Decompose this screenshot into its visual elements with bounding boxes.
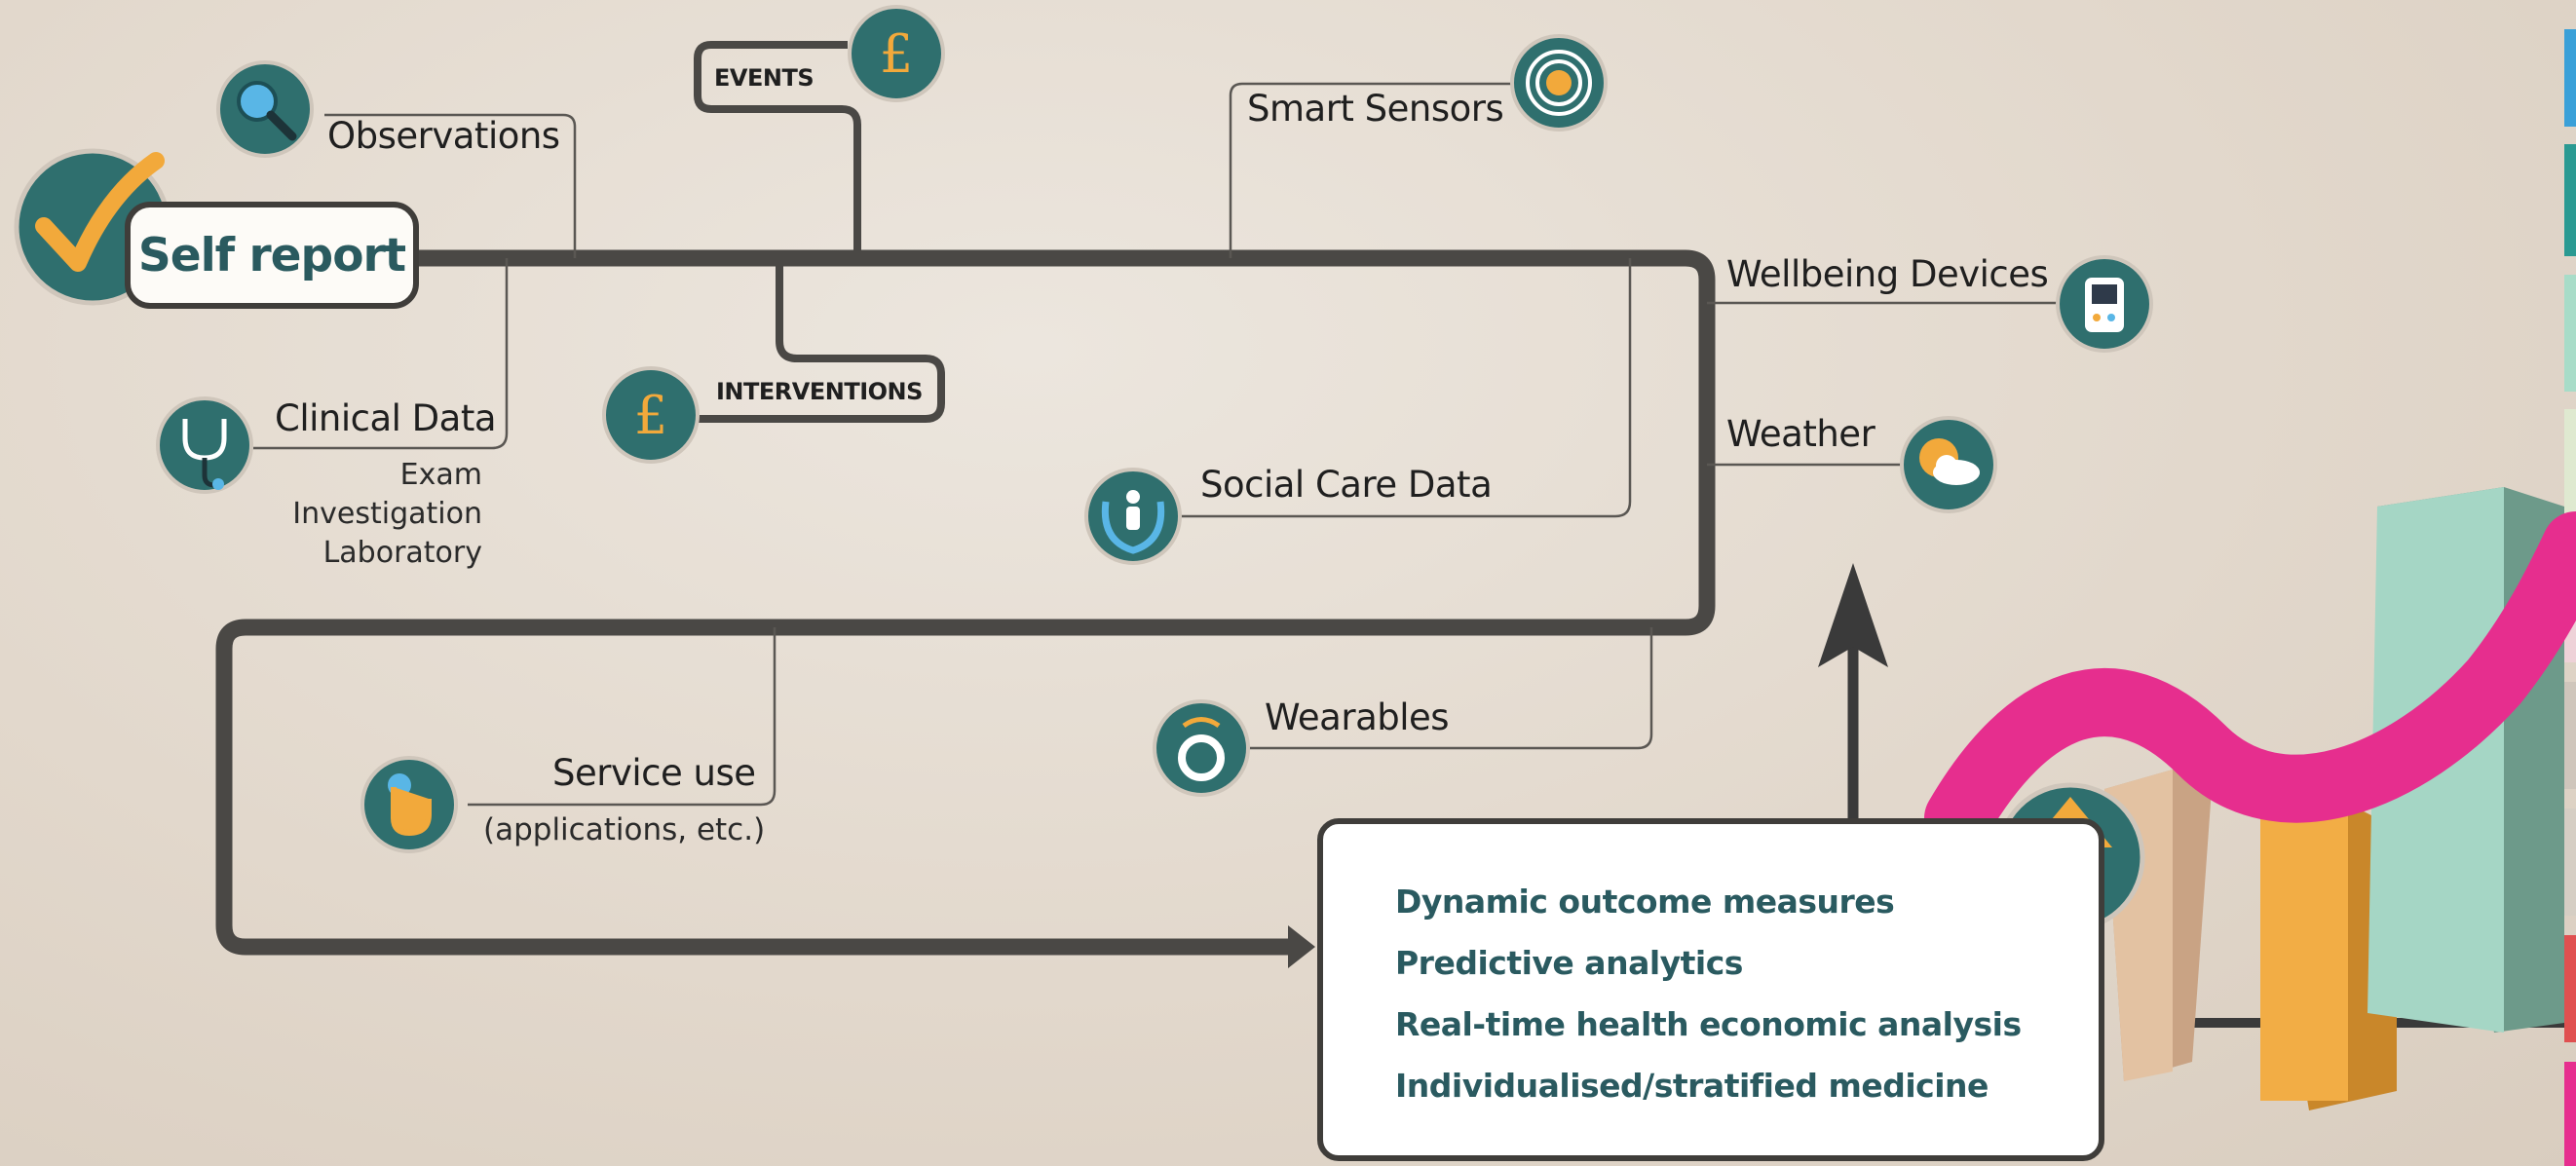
flow-arrowhead [1288,925,1315,968]
trend-wave-decoration [1924,511,2576,852]
outcome-item: Dynamic outcome measures [1395,883,1895,921]
wearable-ring-icon [1153,699,1250,797]
clinical-sub-list: Exam Investigation Laboratory [292,456,482,573]
device-icon [2056,255,2153,353]
weather-icon [1900,416,1997,513]
clinical-sub-laboratory: Laboratory [322,536,482,570]
upward-arrow-head [1818,563,1888,667]
interventions-connector [694,265,945,423]
sensor-target-icon [1510,34,1608,132]
clinical-sub-investigation: Investigation [292,497,482,531]
pound-symbol: £ [880,23,913,85]
outcomes-list: Dynamic outcome measures Predictive anal… [1323,824,2099,1128]
magnifier-icon [216,60,314,158]
clinical-sub-exam: Exam [399,458,482,492]
main-flow-line [215,249,1716,956]
social-care-data-label: Social Care Data [1200,464,1493,506]
events-label: EVENTS [714,64,814,92]
outcome-item: Real-time health economic analysis [1395,1005,2022,1043]
touch-icon [360,756,458,853]
outcome-item: Predictive analytics [1395,944,1743,982]
self-report-box: Self report [125,202,419,309]
pound-interventions-icon: £ [602,366,700,464]
self-report-label: Self report [137,228,406,282]
stethoscope-icon [156,396,253,494]
clinical-data-label: Clinical Data [275,397,497,439]
weather-label: Weather [1726,413,1875,455]
service-use-sub-label: (applications, etc.) [483,812,766,847]
wearables-label: Wearables [1265,696,1450,738]
wellbeing-devices-label: Wellbeing Devices [1726,253,2049,295]
events-connector [694,41,861,251]
smart-sensors-label: Smart Sensors [1247,88,1504,130]
outcomes-box: Dynamic outcome measures Predictive anal… [1317,818,2104,1161]
leader-lines [253,82,2065,807]
pound-events-icon: £ [848,5,945,102]
interventions-label: INTERVENTIONS [716,378,923,405]
pound-symbol: £ [634,385,667,446]
side-colour-strip [2564,29,2576,1166]
outcome-item: Individualised/stratified medicine [1395,1067,1989,1105]
observations-label: Observations [327,115,560,157]
service-use-label: Service use [552,752,756,794]
care-hands-icon [1084,468,1182,565]
